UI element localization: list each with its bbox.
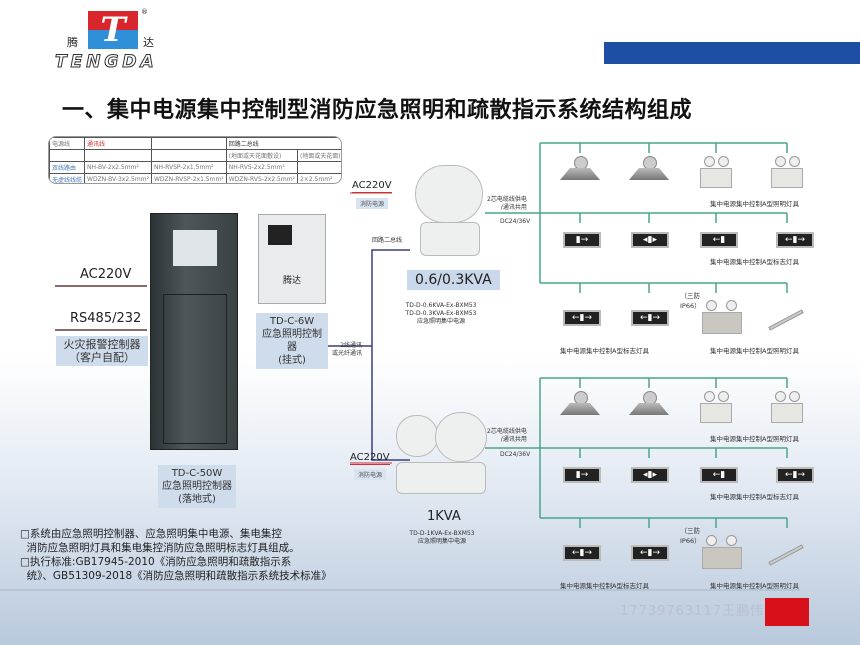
system-notes: □系统由应急照明控制器、应急照明集中电源、集电集控 消防应急照明灯具和集电集控消… (20, 528, 332, 582)
logo-text: TENGDA (55, 52, 158, 73)
pendant-lamp-icon (629, 156, 669, 186)
psu2-kva: 1KVA (427, 509, 461, 524)
lighting-fixture-label: 集中电源集中控制A型照明灯具 (710, 582, 799, 590)
wall-controller: 腾达 (258, 214, 326, 304)
registered-mark: ® (141, 8, 148, 16)
exit-sign-icon: ←▮→ (631, 310, 669, 326)
twin-head-emergency-light-icon (702, 535, 742, 575)
logo-cn-right: 达 (143, 36, 154, 49)
exit-sign-icon: ◂▮▸ (631, 467, 669, 483)
psu2-fire-power-label: 消防电源 (354, 469, 387, 480)
exit-sign-icon: ←▮→ (631, 545, 669, 561)
exit-sign-icon: ←▮→ (563, 310, 601, 326)
exit-sign-icon: ▮→ (563, 232, 601, 248)
lighting-fixture-label: 集中电源集中控制A型照明灯具 (710, 200, 799, 208)
sign-fixture-label: 集中电源集中控制A型标志灯具 (560, 347, 649, 355)
psu2-dc-label: DC24/36V (500, 451, 531, 458)
red-block (765, 598, 809, 626)
psu1-dc-label: DC24/36V (500, 218, 531, 225)
psu2-enclosure-left (396, 415, 438, 457)
exit-sign-icon: ▮→ (563, 467, 601, 483)
psu1-loop-label: 回路二总线 (372, 237, 403, 244)
floor-controller-cabinet (150, 213, 238, 450)
exit-sign-icon: ←▮→ (563, 545, 601, 561)
psu1-kva: 0.6/0.3KVA (407, 270, 500, 290)
exit-sign-icon: ←▮→ (776, 232, 814, 248)
twin-head-emergency-light-icon (700, 156, 734, 188)
exit-sign-icon: ←▮→ (776, 467, 814, 483)
exit-sign-icon: ←▮ (700, 467, 738, 483)
sign-fixture-label: 集中电源集中控制A型标志灯具 (560, 582, 649, 590)
psu2-ac-label: AC220V (350, 452, 390, 465)
psu1-cable-label: 2芯电缆线供电/通讯共用 (487, 196, 527, 211)
twin-head-emergency-light-icon (702, 300, 742, 340)
sign-fixture-label: 集中电源集中控制A型标志灯具 (710, 493, 799, 501)
logo-cn-left: 腾 (67, 36, 78, 49)
pendant-lamp-icon (560, 156, 600, 186)
tengda-logo: T ® 腾 达 TENGDA (55, 8, 175, 73)
pendant-lamp-icon (629, 391, 669, 421)
fire-alarm-controller-label: 火灾报警控制器（客户自配） (56, 336, 148, 366)
rs485-label: RS485/232 (70, 311, 142, 326)
psu1-enclosure-top (415, 165, 483, 223)
comm-label: 2线通讯或光纤通讯 (332, 342, 363, 357)
pendant-lamp-icon (560, 391, 600, 421)
watermark-text: 17739763117王鹏伟 (620, 604, 764, 619)
page-title: 一、集中电源集中控制型消防应急照明和疏散指示系统结构组成 (62, 98, 693, 123)
psu2-enclosure-right (435, 412, 487, 462)
fixture-group-2: 集中电源集中控制A型照明灯具 ▮→ ◂▮▸ ←▮ ←▮→ 集中电源集中控制A型标… (0, 235, 860, 590)
exit-sign-icon: ←▮ (700, 232, 738, 248)
ac220-label: AC220V (80, 267, 132, 282)
twin-head-emergency-light-icon (771, 156, 805, 188)
psu1-fire-power-label: 消防电源 (356, 198, 389, 209)
sign-fixture-label: 集中电源集中控制A型标志灯具 (710, 258, 799, 266)
psu2-enclosure-bottom (396, 462, 486, 494)
exit-sign-icon: ◂▮▸ (631, 232, 669, 248)
lighting-fixture-label: 集中电源集中控制A型照明灯具 (710, 347, 799, 355)
lighting-fixture-label: 集中电源集中控制A型照明灯具 (710, 435, 799, 443)
logo-mark: T (88, 11, 138, 49)
header-bar (604, 42, 860, 64)
twin-head-emergency-light-icon (700, 391, 734, 423)
psu1-enclosure-bottom (420, 222, 480, 256)
psu1-ac-label: AC220V (352, 180, 392, 193)
psu2-cable-label: 2芯电缆线供电/通讯共用 (487, 428, 527, 443)
twin-head-emergency-light-icon (771, 391, 805, 423)
